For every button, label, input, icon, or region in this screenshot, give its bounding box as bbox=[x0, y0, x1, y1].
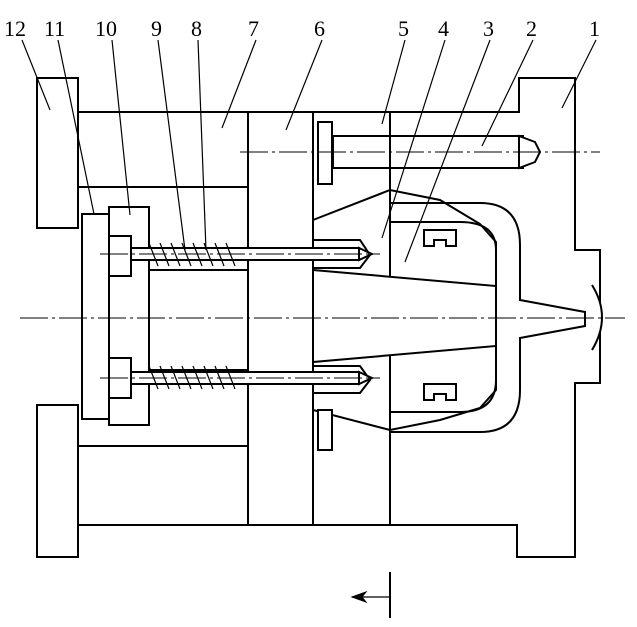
callout-3: 3 bbox=[483, 16, 494, 41]
callout-1: 1 bbox=[589, 16, 600, 41]
part-11-ejector-base-plate bbox=[81, 213, 110, 420]
callout-12: 12 bbox=[4, 16, 26, 41]
callout-11: 11 bbox=[44, 16, 65, 41]
part-1-cavity-plate bbox=[389, 77, 601, 558]
part-3-molded-part bbox=[389, 202, 586, 433]
part-12-clamp-plate-top bbox=[36, 77, 79, 229]
callout-4: 4 bbox=[438, 16, 449, 41]
spacer-block-bottom bbox=[77, 445, 249, 526]
mold-opening-direction-arrow bbox=[350, 572, 391, 618]
callout-5: 5 bbox=[398, 16, 409, 41]
centerlines bbox=[20, 151, 625, 379]
part-7-spacer-block-top bbox=[77, 111, 249, 188]
part-12-clamp-plate-bottom bbox=[36, 404, 79, 558]
callout-10: 10 bbox=[95, 16, 117, 41]
callout-2: 2 bbox=[526, 16, 537, 41]
part-10-ejector-retainer-plate bbox=[108, 206, 150, 426]
callout-8: 8 bbox=[191, 16, 202, 41]
callout-9: 9 bbox=[151, 16, 162, 41]
callout-labels: 12 11 10 9 8 7 6 5 4 3 2 1 bbox=[4, 16, 600, 41]
leader-lines bbox=[21, 39, 597, 263]
callout-6: 6 bbox=[314, 16, 325, 41]
callout-7: 7 bbox=[248, 16, 259, 41]
